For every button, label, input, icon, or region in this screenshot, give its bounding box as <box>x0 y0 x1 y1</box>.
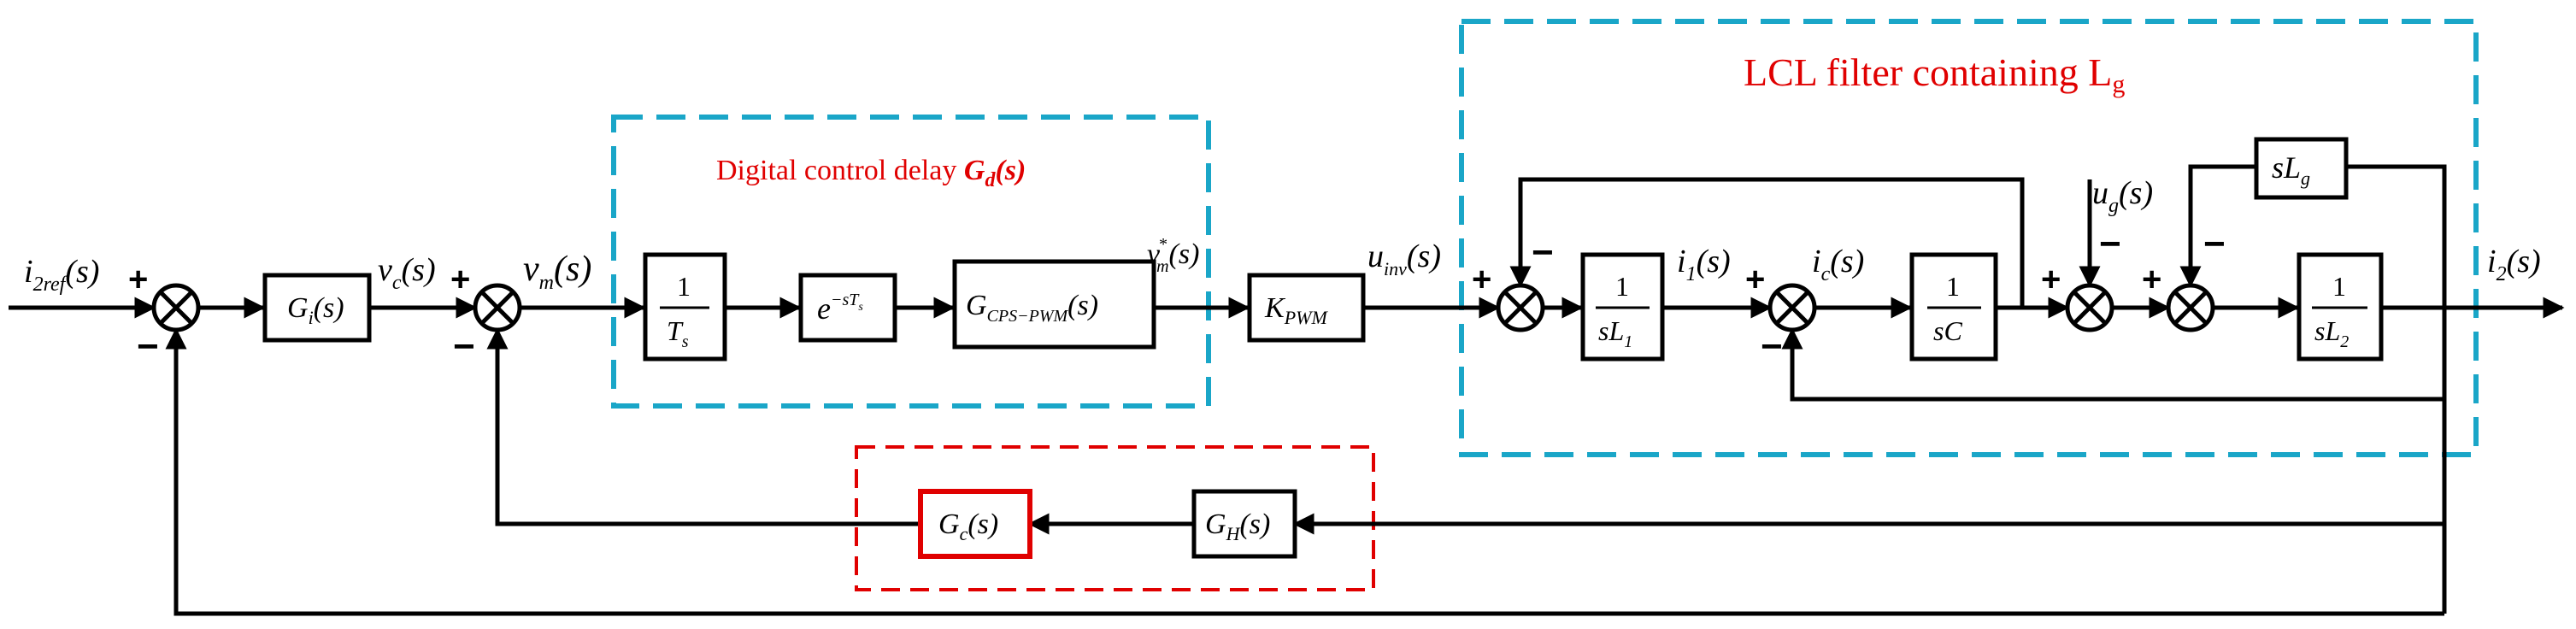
vm-star-signal-label: v*m(s) <box>1147 235 1199 276</box>
vc-signal-label: vc(s) <box>378 252 436 294</box>
wire-gc-s2 <box>486 327 919 526</box>
sl2-numerator: 1 <box>2332 271 2346 302</box>
sign-s3-minus: − <box>1532 232 1554 273</box>
gc-block <box>918 489 1032 559</box>
ug-signal-label: ug(s) <box>2092 175 2153 217</box>
summing-junction-4 <box>1767 283 1817 332</box>
digital-delay-region <box>611 115 1211 409</box>
gi-label: Gi(s) <box>287 292 344 328</box>
summing-junction-3 <box>1496 283 1545 332</box>
sl1-denominator: sL1 <box>1598 315 1632 351</box>
gh-label: GH(s) <box>1205 508 1270 544</box>
sc-block <box>1909 252 1998 362</box>
sign-s5-plus: + <box>2041 261 2061 298</box>
ts-numerator: 1 <box>677 271 691 302</box>
wire-outer-loop <box>165 327 2444 616</box>
sc-numerator: 1 <box>1946 271 1960 302</box>
compensation-region <box>855 445 1375 591</box>
summing-junction-2 <box>473 283 522 332</box>
delay-exp-block <box>798 273 897 343</box>
sign-s4-minus: − <box>1761 326 1783 367</box>
sign-s6-plus: + <box>2142 261 2161 298</box>
vm-signal-label: vm(s) <box>523 250 591 294</box>
summing-junction-1 <box>151 283 201 332</box>
slg-block <box>2254 137 2349 200</box>
gcps-pwm-block <box>952 259 1156 350</box>
delay-exp-label: e−sTs <box>817 291 863 326</box>
sc-denominator: sC <box>1933 315 1962 346</box>
gh-block <box>1191 489 1297 559</box>
sign-s1-plus: + <box>128 261 148 298</box>
ic-signal-label: ic(s) <box>1812 244 1864 285</box>
summing-junction-6 <box>2166 283 2215 332</box>
input-signal-label: i2ref(s) <box>24 254 99 296</box>
uinv-signal-label: uinv(s) <box>1367 238 1441 279</box>
wire-slg-in <box>2179 164 2256 288</box>
sign-s1-minus: − <box>137 326 159 367</box>
wire-slg-out <box>2346 164 2447 308</box>
digital-delay-title: Digital control delay Gd(s) <box>716 155 1026 191</box>
sign-s6-minus: − <box>2203 223 2226 265</box>
sign-s2-plus: + <box>450 261 470 298</box>
lcl-filter-title: LCL filter containing Lg <box>1744 50 2125 98</box>
summing-junction-5 <box>2065 283 2114 332</box>
wire-vc-feedback <box>1509 177 2025 308</box>
slg-label: sLg <box>2272 150 2310 189</box>
sl1-numerator: 1 <box>1615 271 1629 302</box>
sign-s2-minus: − <box>453 326 475 367</box>
sign-s5-minus: − <box>2099 223 2121 265</box>
kpwm-block <box>1247 273 1366 343</box>
i1-signal-label: i1(s) <box>1677 244 1731 285</box>
gcps-pwm-label: GCPS−PWM(s) <box>966 290 1098 326</box>
gi-block <box>262 273 372 343</box>
kpwm-label: KPWM <box>1264 292 1328 328</box>
sign-s3-plus: + <box>1472 261 1491 298</box>
sign-s4-plus: + <box>1745 261 1765 298</box>
sl2-denominator: sL2 <box>2314 315 2349 351</box>
output-signal-label: i2(s) <box>2487 244 2541 285</box>
ts-denominator: Ts <box>667 315 689 351</box>
gc-label: Gc(s) <box>938 508 998 544</box>
